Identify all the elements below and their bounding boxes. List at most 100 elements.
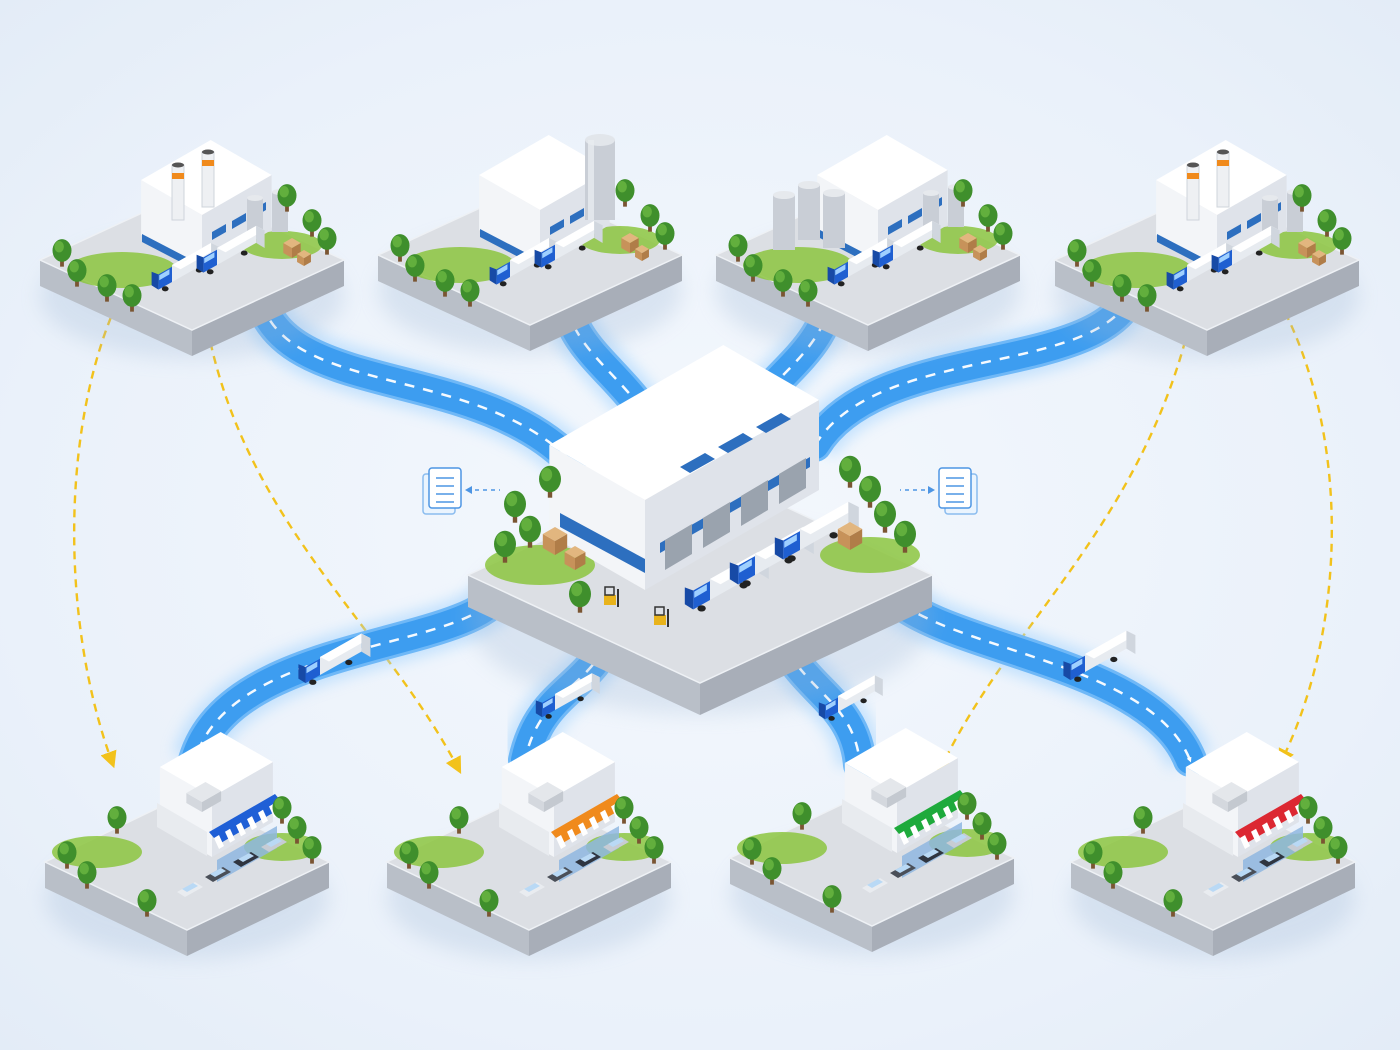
truck-wheel (1176, 286, 1184, 292)
truck-box-top (800, 501, 859, 535)
store-3-awning (894, 790, 970, 845)
crate-icon-face-left (283, 243, 292, 258)
truck-box-top (555, 673, 600, 698)
tree-trunk (468, 298, 472, 307)
tree-highlight (989, 834, 999, 846)
tree-highlight (1085, 843, 1095, 855)
truck-cab-front (827, 266, 835, 285)
road-hub-to-store-4-lane-dash (887, 591, 1192, 761)
tree-trunk (502, 552, 508, 563)
tree-highlight (421, 863, 431, 875)
forklift-body (604, 595, 616, 605)
factory-3-grass (743, 247, 853, 283)
tree-icon (519, 515, 541, 548)
car-window (895, 864, 911, 873)
tree-trunk (1325, 228, 1329, 237)
tree-trunk (882, 522, 888, 533)
tree-icon (1332, 227, 1352, 255)
tree-icon (405, 254, 425, 282)
roof-ac-unit (1212, 782, 1248, 812)
store-4-awning (1235, 794, 1311, 849)
store-1-building-face-top (159, 732, 273, 797)
truck-box-top (838, 675, 883, 700)
tree-highlight (642, 206, 652, 218)
tree-trunk (413, 273, 417, 282)
hub-building-face-top (549, 345, 819, 500)
info-flow-factory-4-to-store-3 (936, 299, 1197, 777)
storage-tank-top (923, 190, 939, 196)
window (550, 219, 564, 235)
truck-icon (1063, 630, 1136, 682)
truck-cab-front (196, 254, 204, 273)
tree-trunk (867, 497, 873, 508)
smokestack-top (1187, 162, 1199, 168)
store-4-building-face-top (1185, 732, 1299, 797)
truck-box-back (361, 633, 371, 657)
crate-icon-face-left (959, 238, 968, 253)
factory-3-building-face-top (817, 135, 948, 210)
document-arrow (928, 486, 935, 494)
awning-stripe (1273, 816, 1283, 831)
factory-2-grass (405, 247, 515, 283)
awning-stripe (899, 831, 909, 845)
truck-windshield (1071, 658, 1083, 671)
tree-trunk (280, 815, 284, 824)
tree-trunk (770, 876, 774, 885)
tree-trunk (847, 477, 853, 488)
document-left (422, 467, 500, 515)
truck-wheel (860, 698, 867, 704)
info-flow-factory-1-to-store-2 (203, 314, 462, 774)
truck-windshield (543, 698, 553, 709)
store-2-platform-side-left (387, 862, 529, 956)
tree-icon (1067, 239, 1087, 267)
store-4-platform-side-left (1071, 862, 1213, 956)
car-window (951, 834, 967, 843)
window (570, 208, 584, 224)
tree-icon (1163, 889, 1183, 917)
tree-highlight (955, 181, 965, 193)
tree-trunk (285, 203, 289, 212)
roof-ac-unit-face-top (528, 782, 564, 802)
car-window (1236, 868, 1252, 877)
tree-highlight (69, 261, 79, 273)
truck-box-top (848, 237, 896, 265)
truck-icon (1211, 225, 1280, 275)
tree-trunk (105, 293, 109, 302)
truck-cab-front (872, 249, 880, 268)
tree-trunk (961, 198, 965, 207)
roof-ac-unit-face-left (871, 789, 887, 808)
crate-icon-face-top (1312, 250, 1326, 258)
truck-box-top (217, 225, 265, 253)
crate-icon (621, 233, 639, 253)
skylight (680, 453, 715, 473)
loading-dock-door (741, 480, 768, 526)
tree-icon (1137, 284, 1157, 312)
tree-highlight (861, 478, 873, 492)
tree-icon (987, 832, 1007, 860)
car-icon (519, 882, 545, 897)
tree-highlight (646, 838, 656, 850)
truck-box-back (932, 220, 941, 243)
crate-icon-face-left (621, 238, 630, 253)
tree-icon (277, 184, 297, 212)
truck-icon (774, 501, 859, 562)
tree-trunk (443, 288, 447, 297)
road-hub-to-store-1-lane-dash (193, 591, 502, 761)
distribution-center (466, 345, 934, 715)
tree-icon (1317, 209, 1337, 237)
tree-icon (302, 836, 322, 864)
window (908, 208, 922, 224)
road-truck-4 (1063, 630, 1136, 682)
tree-highlight (896, 523, 908, 537)
truck-windshield (306, 661, 318, 674)
crate-icon (564, 546, 586, 570)
truck-icon (534, 220, 603, 270)
tree-icon (479, 889, 499, 917)
store-3-platform-side-left (730, 858, 872, 952)
road-truck-1 (298, 633, 371, 685)
tree-highlight (124, 286, 134, 298)
tree-highlight (521, 518, 533, 532)
roof-ac-unit-face-top (871, 778, 907, 798)
storage-tank (798, 185, 820, 240)
